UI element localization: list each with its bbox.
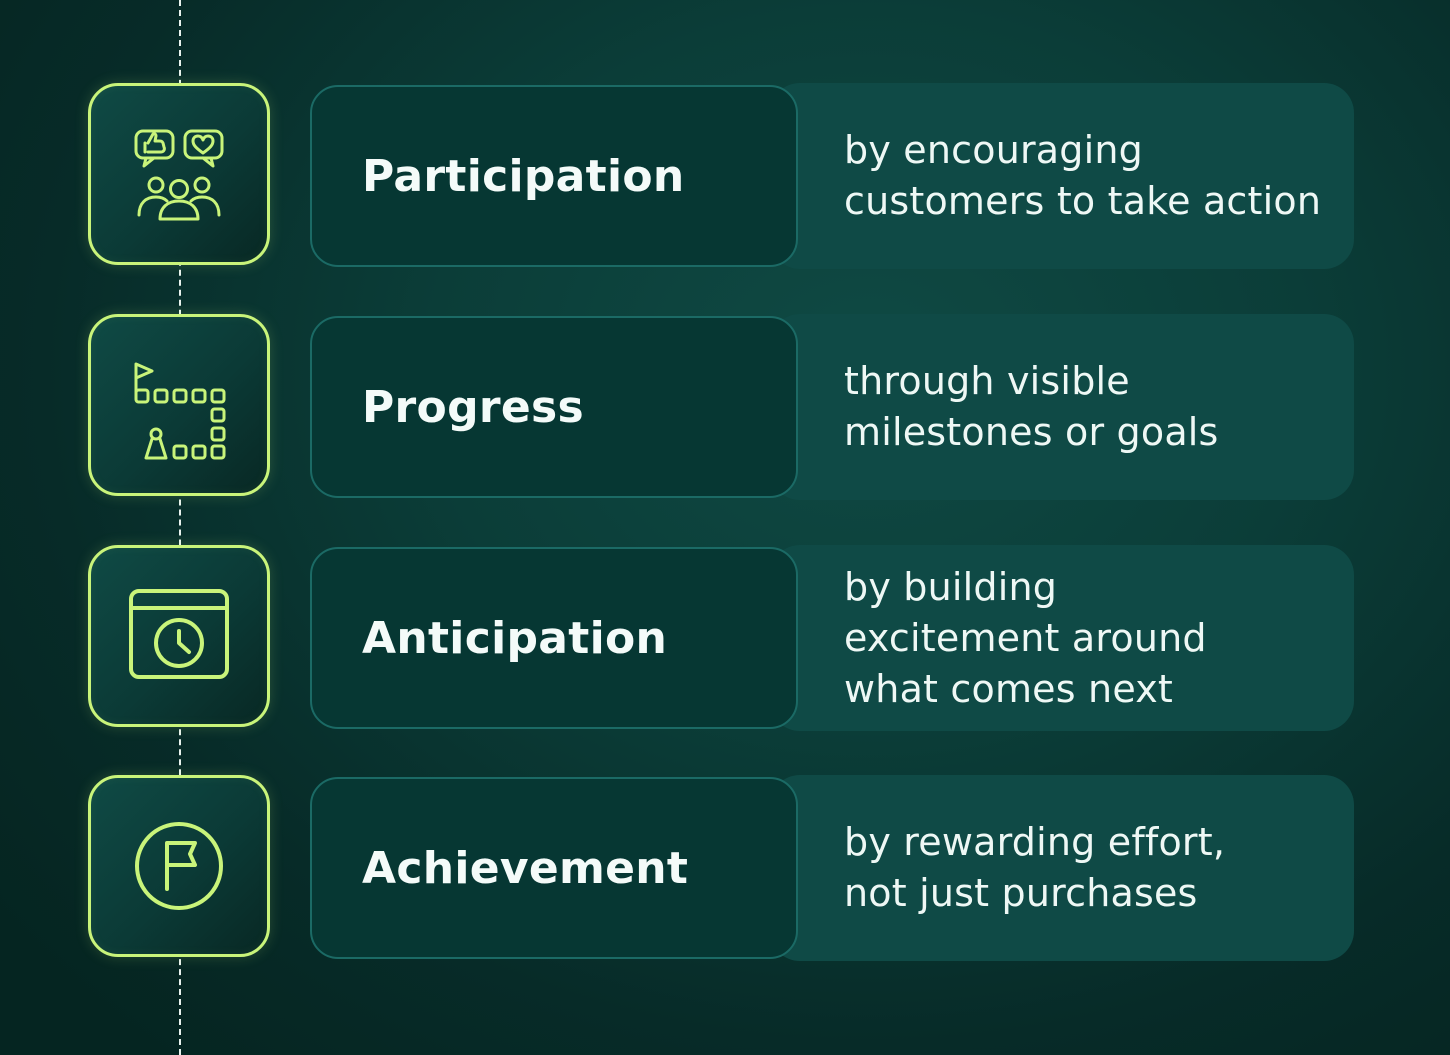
icon-box-achievement (88, 775, 270, 957)
description-card (770, 83, 1354, 269)
board-game-path-icon (134, 362, 226, 460)
row-progress: Progress through visible milestones or g… (0, 314, 1450, 502)
row-achievement: Achievement by rewarding effort, not jus… (0, 775, 1450, 963)
calendar-clock-icon (129, 589, 229, 679)
title-participation: Participation (362, 150, 685, 202)
description-card (770, 545, 1354, 731)
icon-box-participation (88, 83, 270, 265)
title-card: Anticipation (310, 547, 798, 729)
icon-box-progress (88, 314, 270, 496)
description-achievement: by rewarding effort, not just purchases (844, 775, 1334, 961)
title-card: Progress (310, 316, 798, 498)
title-card: Participation (310, 85, 798, 267)
description-text: by encouraging customers to take action (844, 128, 1322, 223)
description-text: by building excitement around what comes… (844, 564, 1207, 711)
description-anticipation: by building excitement around what comes… (844, 545, 1334, 731)
description-text: by rewarding effort, not just purchases (844, 820, 1226, 915)
timeline-dashed-line (179, 0, 181, 1055)
title-achievement: Achievement (362, 842, 689, 894)
icon-box-anticipation (88, 545, 270, 727)
title-progress: Progress (362, 381, 584, 433)
description-card (770, 775, 1354, 961)
row-anticipation: Anticipation by building excitement arou… (0, 545, 1450, 733)
community-feedback-icon (134, 129, 224, 221)
description-participation: by encouraging customers to take action (844, 83, 1334, 269)
row-participation: Participation by encouraging customers t… (0, 83, 1450, 271)
flag-circle-icon (135, 822, 223, 910)
description-text: through visible milestones or goals (844, 359, 1219, 454)
description-progress: through visible milestones or goals (844, 314, 1334, 500)
title-anticipation: Anticipation (362, 612, 668, 664)
title-card: Achievement (310, 777, 798, 959)
description-card (770, 314, 1354, 500)
